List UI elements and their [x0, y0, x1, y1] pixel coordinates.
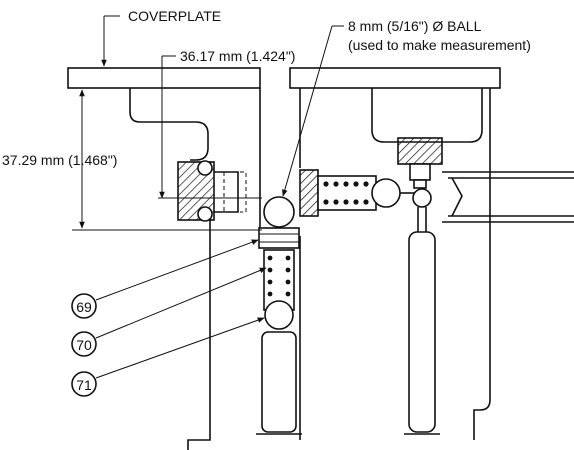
dim-vertical-line: [72, 87, 262, 231]
dim-horizontal-line: [158, 55, 262, 199]
left-housing: [129, 88, 261, 450]
callout-71-text: 71: [76, 377, 92, 393]
dim-vertical-label: 37.29 mm (1.468"): [2, 152, 117, 168]
coverplate-leader: [101, 15, 120, 67]
callout-71: 71: [71, 317, 265, 397]
right-hatched-plug: [397, 137, 443, 189]
center-valve-column: [256, 196, 302, 435]
coverplate-left: [67, 67, 261, 89]
right-housing: [299, 88, 491, 440]
callout-69-text: 69: [76, 299, 92, 315]
dim-horizontal-label: 36.17 mm (1.424"): [180, 48, 295, 64]
left-hatched-nut: [177, 160, 247, 222]
ball-label-line1: 8 mm (5/16") Ø BALL: [348, 18, 482, 34]
coverplate-label: COVERPLATE: [128, 8, 221, 24]
ball-label-line2: (used to make measurement): [348, 37, 531, 53]
horizontal-valve-assembly: [299, 169, 414, 217]
callout-70-text: 70: [76, 337, 92, 353]
right-vertical-rod: [404, 188, 440, 435]
coverplate-right: [289, 67, 501, 89]
right-tube: [442, 171, 574, 223]
ball-leader: [282, 25, 344, 197]
callout-69: 69: [71, 239, 259, 319]
callout-70: 70: [71, 267, 267, 357]
